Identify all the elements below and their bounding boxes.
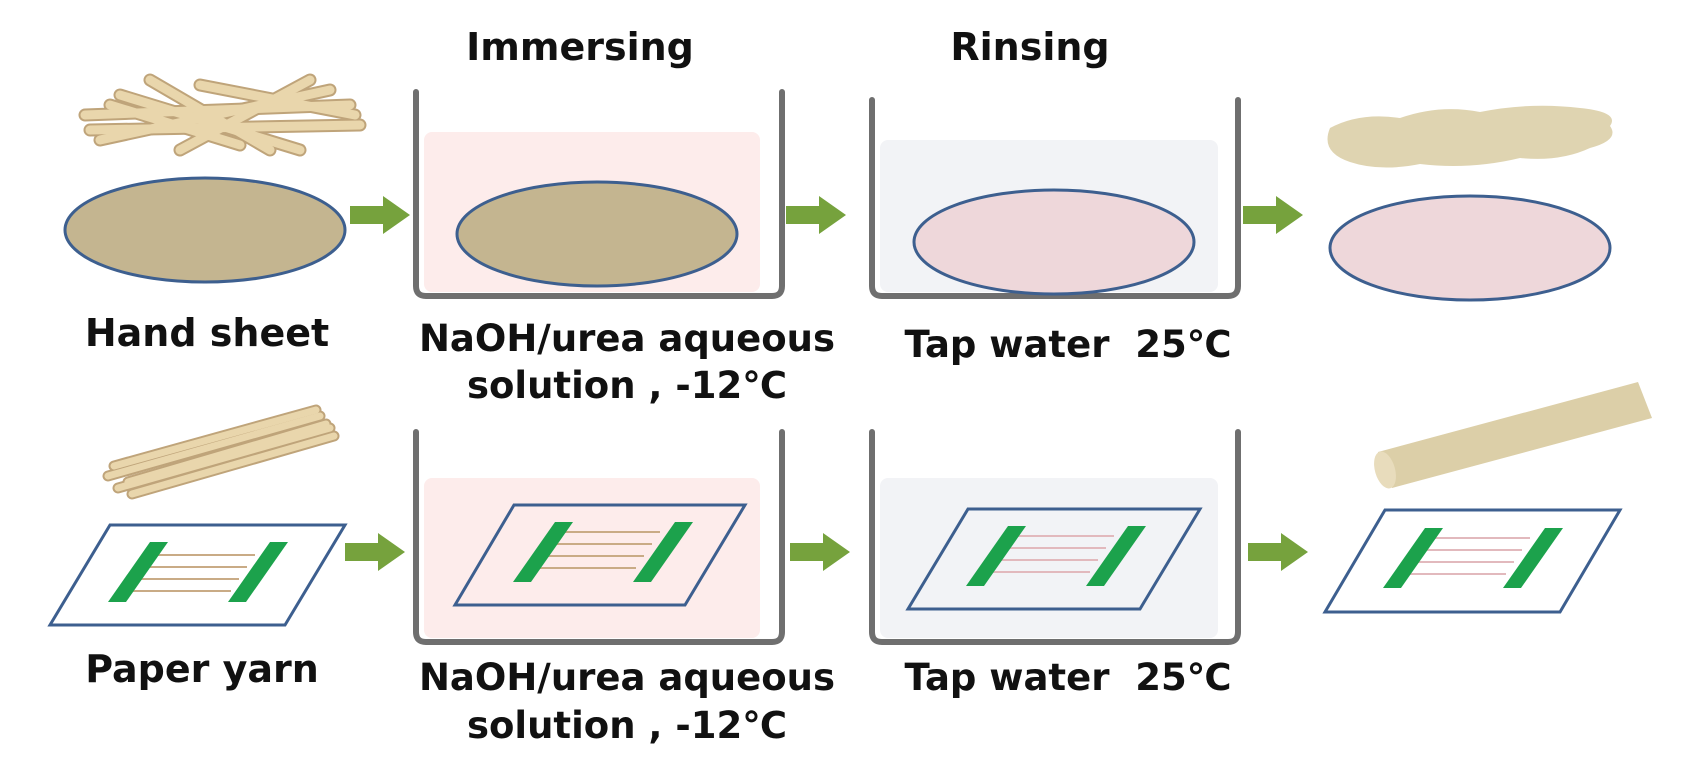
treated-yarn-rod <box>1374 382 1652 489</box>
solution-label-line1: NaOH/urea aqueous <box>419 656 835 699</box>
solution-label-line1: NaOH/urea aqueous <box>419 317 835 360</box>
treated-fiber-texture <box>1327 105 1613 168</box>
rinse-label: Tap water 25℃ <box>904 656 1231 699</box>
hand-sheet-immersed <box>455 180 739 288</box>
row-hand-sheet: Hand sheet NaOH/urea aqueous solution , … <box>63 73 1613 407</box>
hand-sheet-treated <box>1328 194 1612 302</box>
paper-yarn-frame-immersed <box>452 503 748 607</box>
arrow-right-icon <box>350 196 410 234</box>
paper-yarn-frame-untreated <box>47 523 348 627</box>
step-title-rinsing: Rinsing <box>950 25 1109 69</box>
arrow-right-icon <box>345 533 405 571</box>
arrow-right-icon <box>1243 196 1303 234</box>
row-paper-yarn: Paper yarn NaOH/urea aqueous solution , … <box>47 382 1652 747</box>
hand-sheet-rinsed <box>912 188 1196 296</box>
arrow-right-icon <box>786 196 846 234</box>
sample-label-hand-sheet: Hand sheet <box>85 311 329 355</box>
arrow-right-icon <box>790 533 850 571</box>
paper-yarn-frame-rinsed <box>905 507 1203 611</box>
yarn-bundle-icon <box>102 404 340 500</box>
sample-label-paper-yarn: Paper yarn <box>85 647 319 691</box>
fiber-network-icon <box>78 73 367 157</box>
step-title-immersing: Immersing <box>466 25 694 69</box>
paper-yarn-frame-treated <box>1322 508 1623 614</box>
hand-sheet-untreated <box>63 176 347 284</box>
solution-label-line2: solution , -12℃ <box>467 364 787 407</box>
solution-label-line2: solution , -12℃ <box>467 704 787 747</box>
rinse-label: Tap water 25℃ <box>904 323 1231 366</box>
arrow-right-icon <box>1248 533 1308 571</box>
